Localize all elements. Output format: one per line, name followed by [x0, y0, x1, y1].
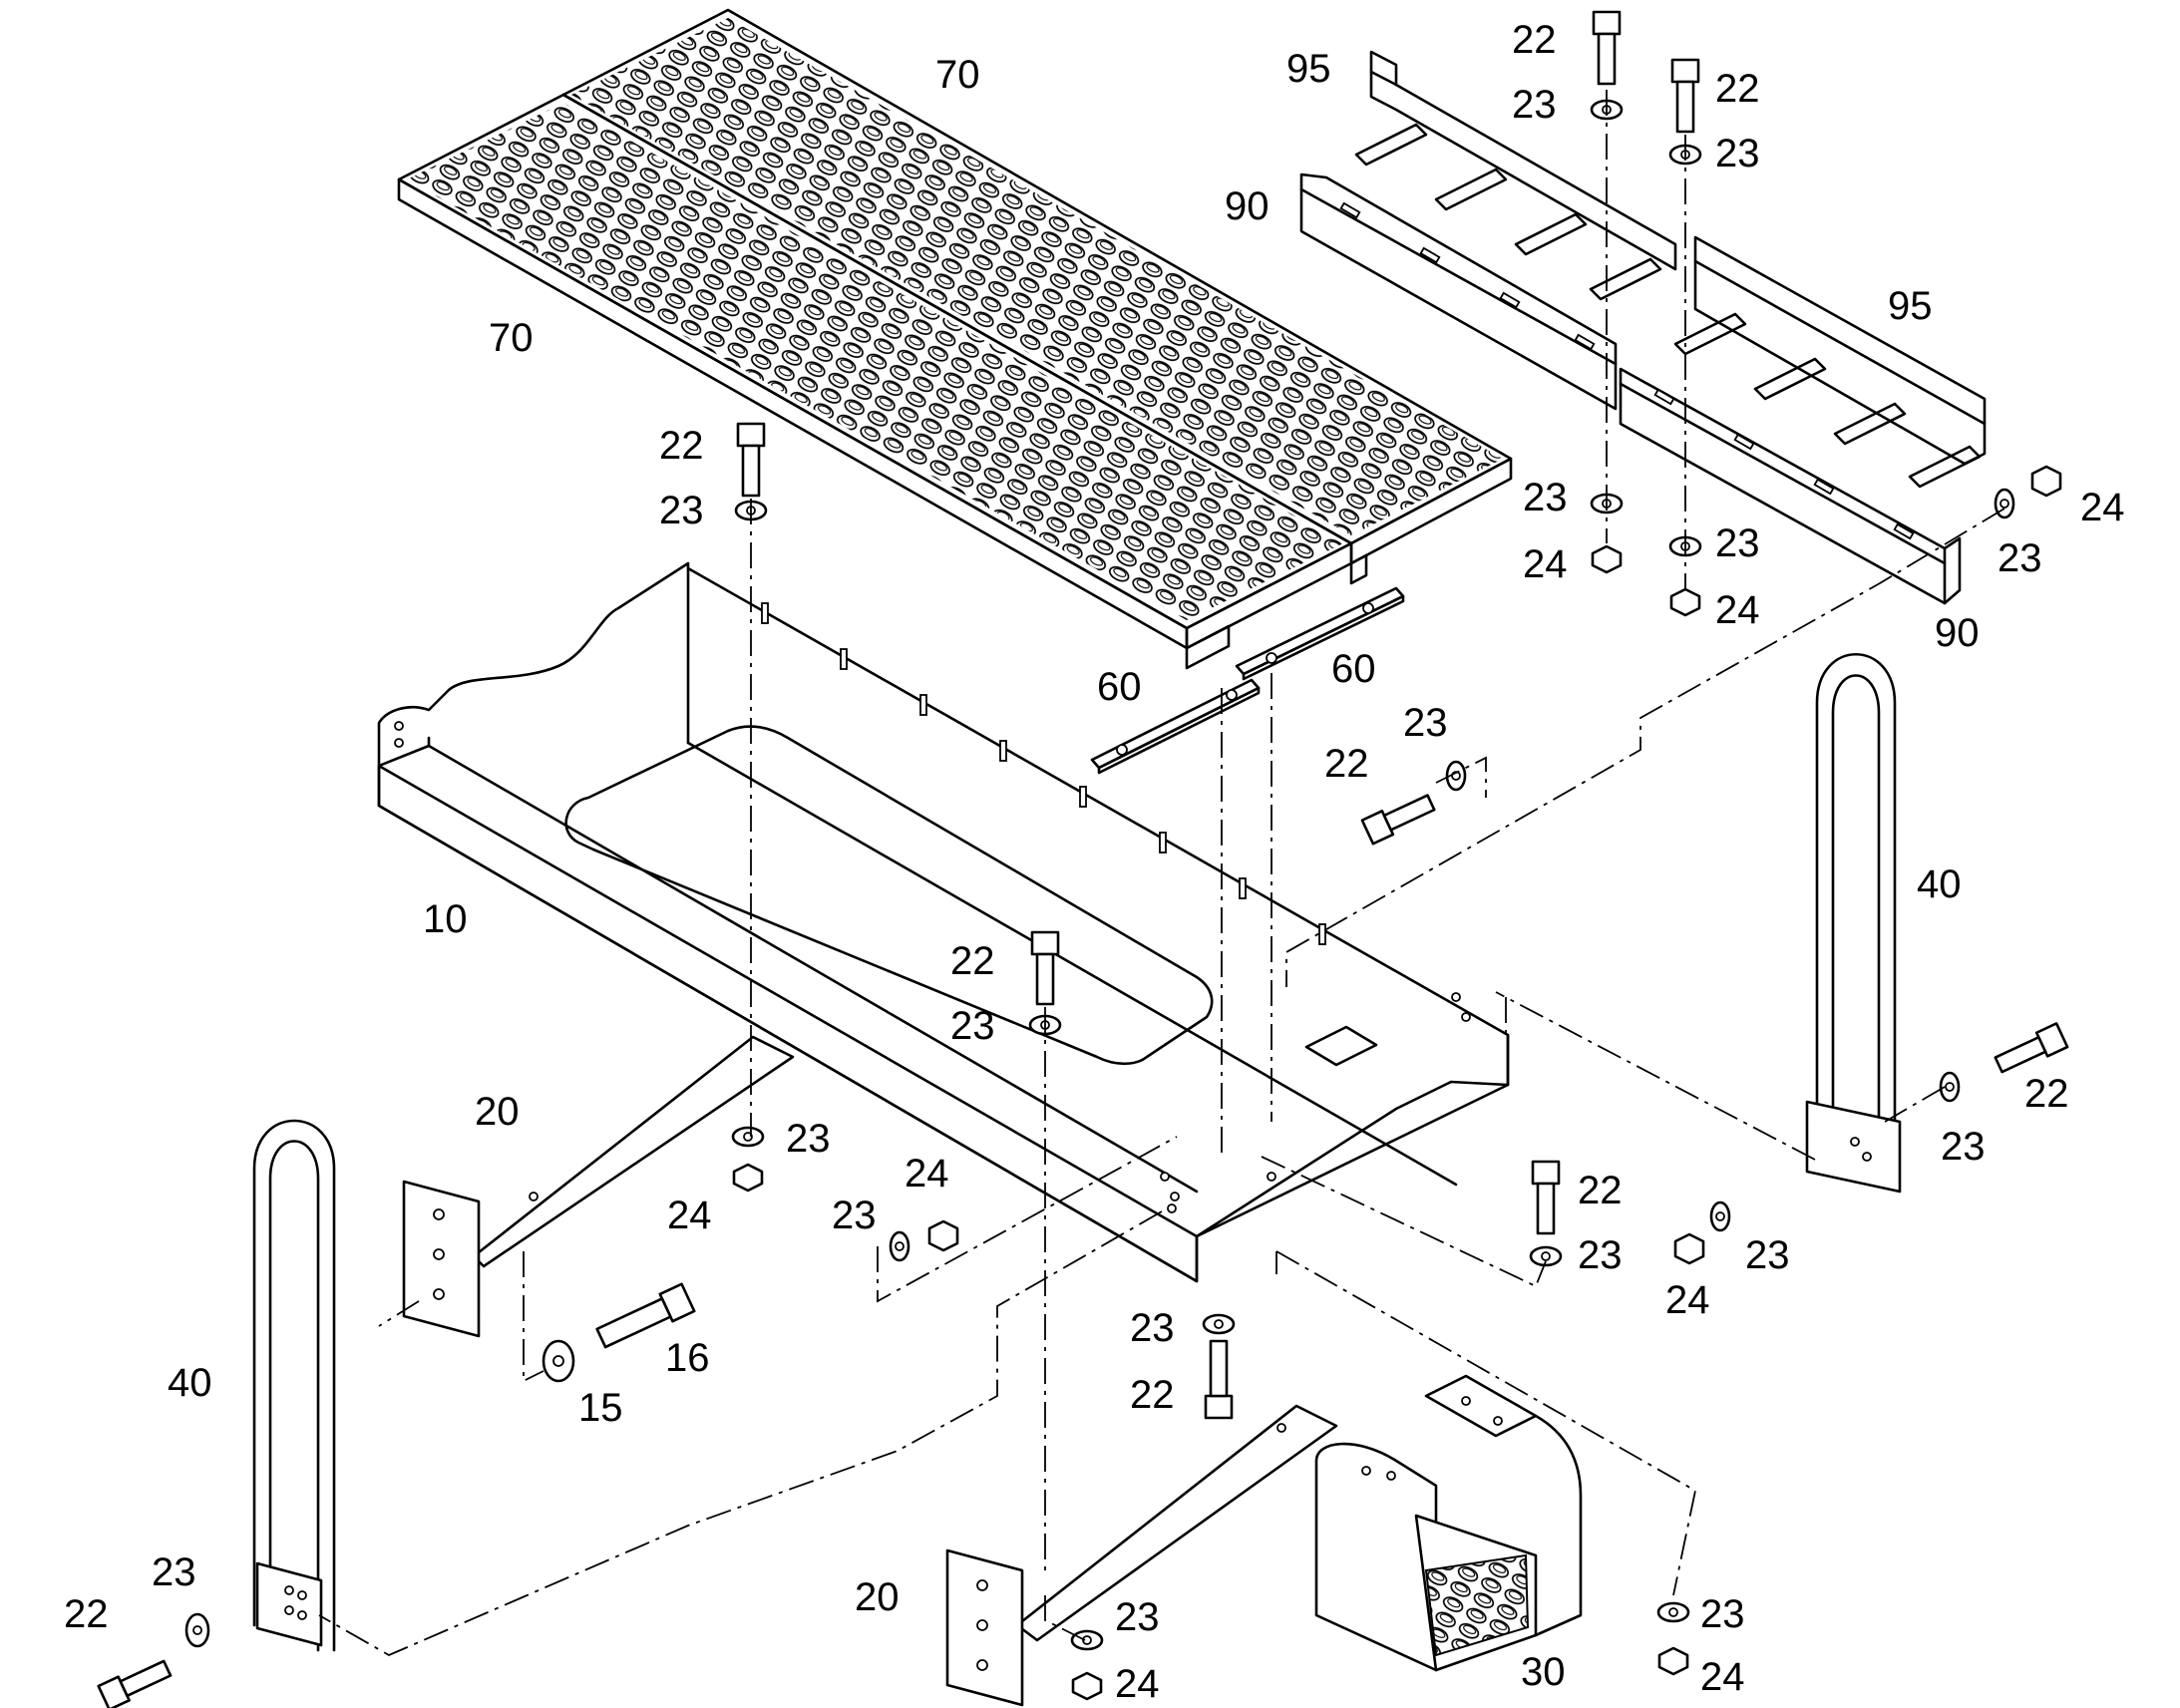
handrail-40-left — [252, 1119, 336, 1652]
stringer-95-upper — [1354, 50, 1677, 301]
bolt-22-l — [1531, 1160, 1561, 1235]
bolt-22-b — [1670, 58, 1700, 134]
callout-23-h: 23 — [950, 1004, 995, 1048]
callout-23-p: 23 — [1115, 1595, 1160, 1639]
callout-23-a: 23 — [1512, 83, 1557, 127]
stringer-90-upper — [1299, 172, 1618, 411]
stringer-95-lower — [1673, 235, 1987, 489]
splice-plate-right — [1235, 586, 1405, 681]
callout-23-e: 23 — [1998, 536, 2042, 580]
callout-23-q: 23 — [1700, 1592, 1745, 1636]
callout-22-g: 22 — [1324, 742, 1369, 786]
stringer-90-lower — [1619, 367, 1962, 605]
callout-10: 10 — [423, 897, 468, 941]
callout-95-top: 95 — [1286, 47, 1331, 91]
callout-23-g: 23 — [1403, 701, 1448, 745]
callout-22-b: 22 — [1715, 67, 1760, 111]
callout-40-left: 40 — [168, 1361, 212, 1405]
callout-24-k: 24 — [905, 1152, 949, 1196]
callout-70-left: 70 — [489, 316, 534, 360]
callout-23-b: 23 — [1715, 132, 1760, 175]
platform-tray — [377, 561, 1510, 1283]
callout-16: 16 — [665, 1336, 710, 1380]
bolt-22-h — [1360, 794, 1436, 846]
callout-23-c: 23 — [1523, 476, 1568, 519]
callout-90-top: 90 — [1225, 184, 1270, 228]
callout-24-q: 24 — [1700, 1655, 1745, 1699]
callout-20-upper: 20 — [475, 1090, 520, 1134]
callout-24-c: 24 — [1523, 542, 1568, 586]
center-lines — [318, 90, 2005, 1657]
callout-60-left: 60 — [1097, 665, 1142, 709]
callout-23-j: 23 — [786, 1117, 831, 1161]
callout-24-j: 24 — [667, 1194, 712, 1237]
callout-23-o: 23 — [152, 1550, 196, 1594]
bolt-22-f — [736, 422, 766, 498]
handrail-40-right — [1805, 653, 1902, 1194]
callout-23-d: 23 — [1715, 521, 1760, 565]
callout-24-e: 24 — [2080, 486, 2125, 529]
fasteners — [97, 10, 2069, 1708]
bracket-20-upper — [402, 1035, 795, 1338]
callout-22-f: 22 — [659, 424, 704, 468]
callout-24-m: 24 — [1665, 1278, 1710, 1322]
bolt-22-n — [1204, 1339, 1234, 1420]
bracket-20-lower — [945, 1404, 1338, 1707]
bolt-22-g — [1030, 930, 1060, 1006]
callout-24-d: 24 — [1715, 588, 1760, 632]
grating-panel-right — [561, 8, 1513, 585]
callout-23-i: 23 — [1941, 1125, 1986, 1169]
callout-22-l: 22 — [1578, 1169, 1623, 1212]
callout-90-right: 90 — [1935, 611, 1980, 655]
callout-23-n: 23 — [1130, 1306, 1175, 1350]
callout-70-top: 70 — [935, 53, 980, 97]
callouts: 70 70 95 95 90 90 22 23 22 23 23 24 23 2… — [64, 18, 2125, 1706]
callout-23-f: 23 — [659, 489, 704, 532]
callout-30: 30 — [1521, 1650, 1566, 1694]
callout-22-n: 22 — [1130, 1373, 1175, 1417]
callout-22-o: 22 — [64, 1592, 109, 1636]
nuts — [732, 465, 2062, 1701]
washers — [184, 99, 2015, 1651]
splice-plate-left — [1090, 678, 1261, 775]
callout-40-right: 40 — [1917, 862, 1962, 906]
callout-20-lower: 20 — [855, 1575, 900, 1619]
callout-24-p: 24 — [1115, 1662, 1160, 1706]
callout-23-k: 23 — [832, 1194, 877, 1237]
callout-22-a: 22 — [1512, 18, 1557, 62]
tray-slots — [761, 602, 1326, 945]
callout-95-right: 95 — [1888, 284, 1933, 328]
bolt-16 — [595, 1282, 696, 1349]
bolt-22-a — [1592, 10, 1622, 86]
callout-60-right: 60 — [1331, 647, 1376, 691]
callout-22-i: 22 — [2024, 1072, 2069, 1116]
grating-panel-left — [397, 93, 1353, 670]
callout-22-h: 22 — [950, 939, 995, 983]
callout-15: 15 — [578, 1386, 623, 1430]
callout-23-l: 23 — [1578, 1233, 1623, 1277]
callout-23-m: 23 — [1745, 1233, 1790, 1277]
bolt-22-i — [1994, 1022, 2069, 1074]
bolt-22-o — [97, 1659, 173, 1708]
step-30 — [1314, 1374, 1583, 1672]
